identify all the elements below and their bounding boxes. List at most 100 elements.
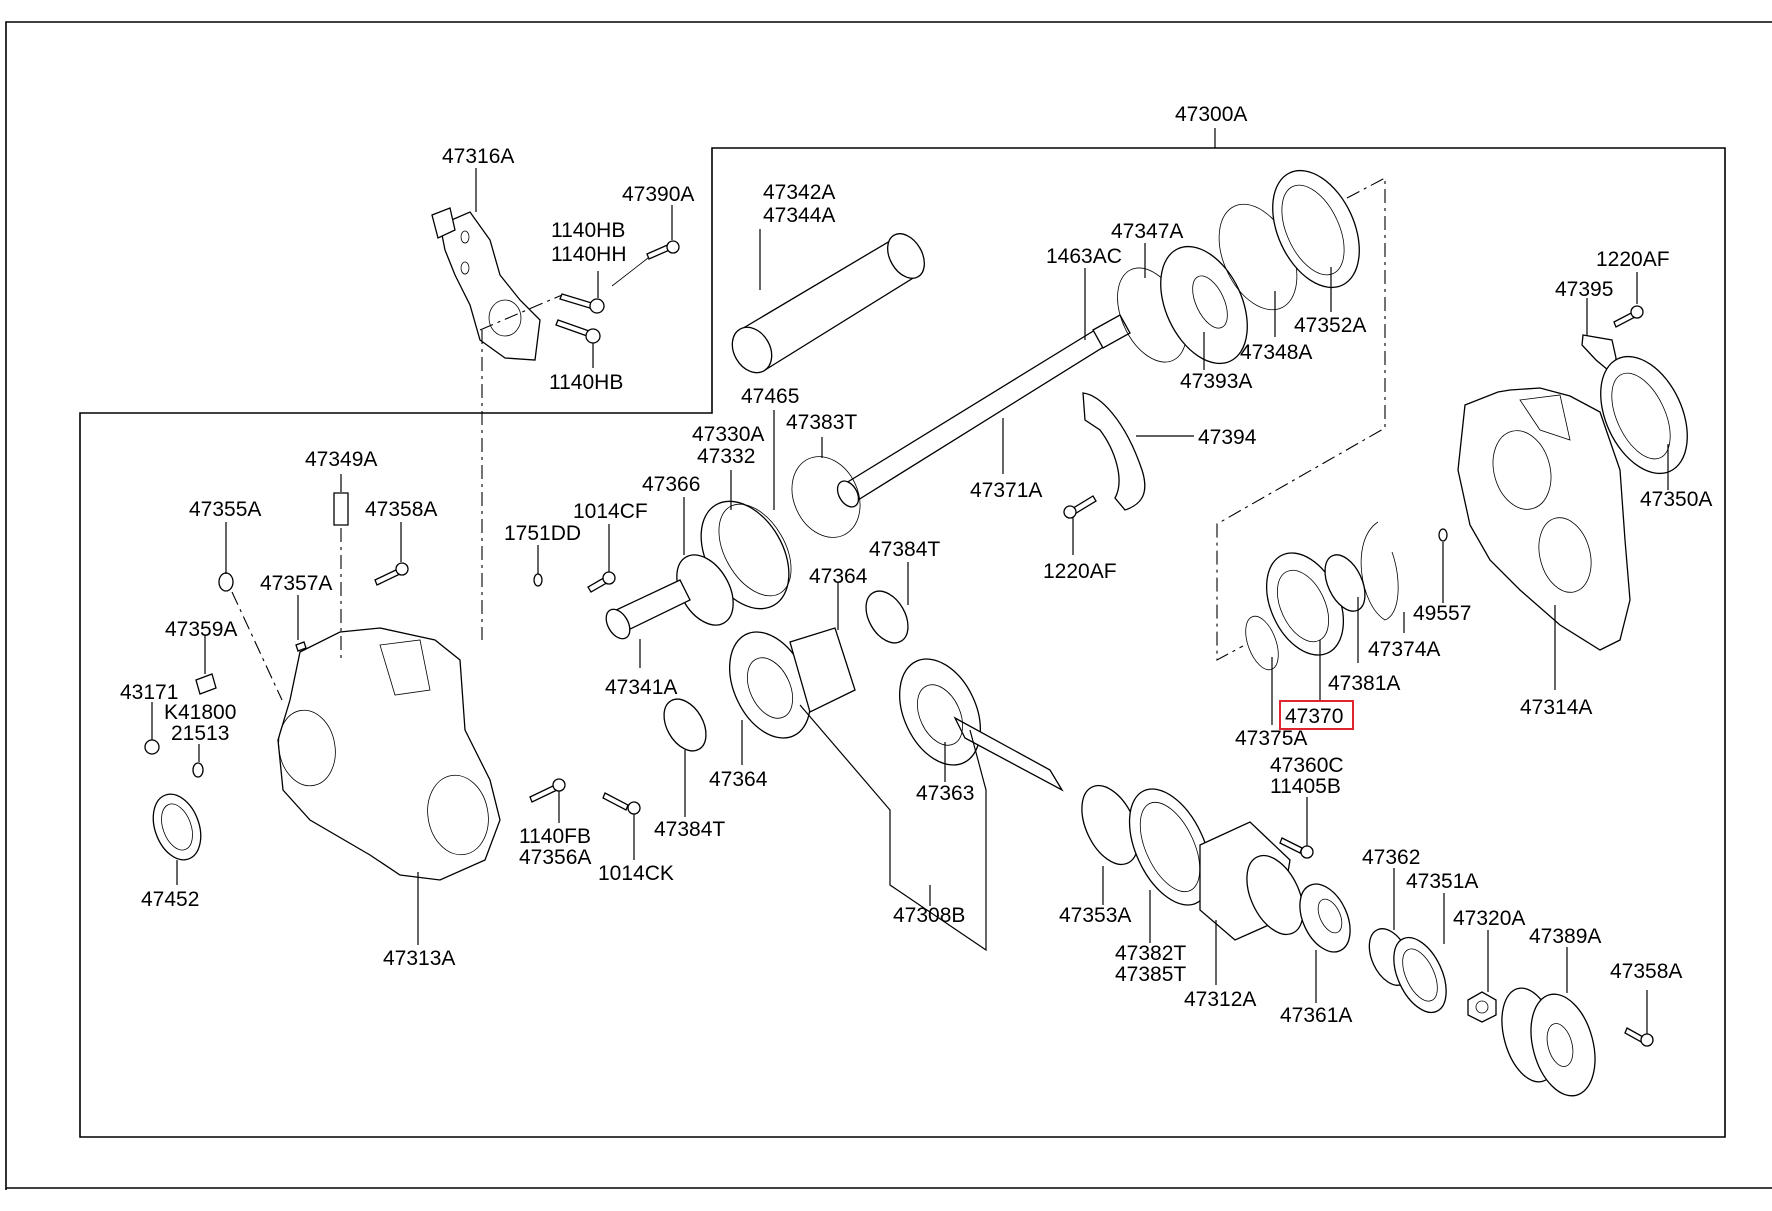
label-47383t[interactable]: 47383T bbox=[786, 411, 857, 434]
gasket-47382t[interactable] bbox=[1113, 776, 1227, 917]
label-47353a[interactable]: 47353A bbox=[1059, 904, 1131, 927]
label-47356a[interactable]: 47356A bbox=[519, 846, 591, 869]
pin-47357a[interactable] bbox=[295, 641, 307, 652]
label-49557[interactable]: 49557 bbox=[1413, 602, 1471, 625]
label-1220af-mid[interactable]: 1220AF bbox=[1043, 560, 1117, 583]
label-47314a[interactable]: 47314A bbox=[1520, 696, 1592, 719]
label-47364-lower[interactable]: 47364 bbox=[709, 768, 768, 791]
label-47362[interactable]: 47362 bbox=[1362, 846, 1420, 869]
label-47350a[interactable]: 47350A bbox=[1640, 488, 1712, 511]
plug-43171[interactable] bbox=[144, 739, 160, 755]
label-47348a[interactable]: 47348A bbox=[1240, 341, 1312, 364]
label-47371a[interactable]: 47371A bbox=[970, 479, 1042, 502]
label-47366[interactable]: 47366 bbox=[642, 473, 700, 496]
label-47355a[interactable]: 47355A bbox=[189, 498, 261, 521]
rear-case-47314a[interactable] bbox=[1457, 387, 1631, 651]
nut-47320a[interactable] bbox=[1467, 991, 1497, 1023]
bolt-1140hb-lower[interactable] bbox=[555, 319, 601, 344]
label-47312a[interactable]: 47312A bbox=[1184, 988, 1256, 1011]
label-47452[interactable]: 47452 bbox=[141, 888, 199, 911]
label-47320a[interactable]: 47320A bbox=[1453, 907, 1525, 930]
label-47385t[interactable]: 47385T bbox=[1115, 963, 1186, 986]
label-47313a[interactable]: 47313A bbox=[383, 947, 455, 970]
label-47357a[interactable]: 47357A bbox=[260, 572, 332, 595]
seal-47452[interactable] bbox=[145, 788, 210, 867]
label-1751dd-mid[interactable]: 1751DD bbox=[504, 522, 581, 545]
flange-47389a[interactable] bbox=[1492, 982, 1605, 1103]
label-47381a[interactable]: 47381A bbox=[1328, 672, 1400, 695]
label-47361a[interactable]: 47361A bbox=[1280, 1004, 1352, 1027]
label-1140fb[interactable]: 1140FB bbox=[519, 825, 591, 848]
gear-47364[interactable] bbox=[714, 619, 856, 751]
label-47389a[interactable]: 47389A bbox=[1529, 925, 1601, 948]
washer-21513[interactable] bbox=[192, 762, 204, 778]
snapring-47374a[interactable] bbox=[1360, 521, 1399, 621]
label-47394[interactable]: 47394 bbox=[1198, 426, 1257, 449]
bolt-47358a-left[interactable] bbox=[374, 562, 409, 586]
label-1140hb-top[interactable]: 1140HB bbox=[551, 219, 625, 242]
label-47390a[interactable]: 47390A bbox=[622, 183, 694, 206]
bolt-1220af-right[interactable] bbox=[1613, 305, 1644, 328]
label-47316a[interactable]: 47316A bbox=[442, 145, 514, 168]
label-21513[interactable]: 21513 bbox=[171, 722, 229, 745]
label-47360c[interactable]: 47360C bbox=[1270, 754, 1344, 777]
label-1220af-right[interactable]: 1220AF bbox=[1596, 248, 1670, 271]
label-47352a[interactable]: 47352A bbox=[1294, 314, 1366, 337]
bracket-47316a[interactable] bbox=[431, 207, 541, 361]
label-47358a-left[interactable]: 47358A bbox=[365, 498, 437, 521]
label-47358a-right[interactable]: 47358A bbox=[1610, 960, 1682, 983]
label-47364-upper[interactable]: 47364 bbox=[809, 565, 868, 588]
bolt-47390a[interactable] bbox=[646, 240, 680, 260]
bolt-1014cf[interactable] bbox=[587, 571, 616, 593]
label-47349a[interactable]: 47349A bbox=[305, 448, 377, 471]
label-47375a[interactable]: 47375A bbox=[1235, 727, 1307, 750]
label-1463ac[interactable]: 1463AC bbox=[1046, 245, 1122, 268]
label-1140hb-bottom[interactable]: 1140HB bbox=[549, 371, 623, 394]
label-47300a[interactable]: 47300A bbox=[1175, 103, 1247, 126]
washer-1751dd[interactable] bbox=[533, 573, 543, 587]
seal-47352a[interactable] bbox=[1255, 157, 1376, 302]
label-47363[interactable]: 47363 bbox=[916, 782, 974, 805]
label-47347a[interactable]: 47347A bbox=[1111, 220, 1183, 243]
label-47332[interactable]: 47332 bbox=[697, 445, 755, 468]
plug-47355a[interactable] bbox=[218, 572, 234, 592]
output-gear-47363[interactable] bbox=[884, 646, 1064, 792]
label-47465[interactable]: 47465 bbox=[741, 385, 799, 408]
oring-47383t[interactable] bbox=[779, 445, 873, 548]
seal-47351a[interactable] bbox=[1383, 929, 1457, 1020]
label-47330a[interactable]: 47330A bbox=[692, 423, 764, 446]
label-47359a[interactable]: 47359A bbox=[165, 618, 237, 641]
label-47384t-lower[interactable]: 47384T bbox=[654, 818, 725, 841]
label-47395[interactable]: 47395 bbox=[1555, 278, 1613, 301]
label-47351a[interactable]: 47351A bbox=[1406, 870, 1478, 893]
label-k41800[interactable]: K41800 bbox=[164, 701, 236, 724]
plate-47393a[interactable] bbox=[1143, 233, 1264, 378]
label-47374a[interactable]: 47374A bbox=[1368, 638, 1440, 661]
bolt-1140fb[interactable] bbox=[529, 778, 566, 803]
label-47370[interactable]: 47370 bbox=[1285, 705, 1343, 728]
label-43171[interactable]: 43171 bbox=[120, 681, 178, 704]
housing-47312a[interactable] bbox=[1199, 821, 1315, 943]
bolt-1140hb-upper[interactable] bbox=[559, 293, 605, 314]
label-47308b[interactable]: 47308B bbox=[893, 904, 965, 927]
washer-49557[interactable] bbox=[1438, 528, 1448, 542]
label-47382t[interactable]: 47382T bbox=[1115, 942, 1186, 965]
cover-47394[interactable] bbox=[1082, 392, 1146, 511]
label-1140hh[interactable]: 1140HH bbox=[551, 243, 627, 266]
label-47344a[interactable]: 47344A bbox=[763, 204, 835, 227]
label-47341a[interactable]: 47341A bbox=[605, 676, 677, 699]
label-11405b[interactable]: 11405B bbox=[1270, 775, 1341, 798]
mainshaft-47371a[interactable] bbox=[833, 314, 1131, 511]
race-47384t-lower[interactable] bbox=[655, 692, 714, 758]
race-47384t-upper[interactable] bbox=[857, 584, 916, 650]
label-47342a[interactable]: 47342A bbox=[763, 181, 835, 204]
label-1014cf[interactable]: 1014CF bbox=[573, 500, 648, 523]
label-1014ck[interactable]: 1014CK bbox=[598, 862, 674, 885]
seal-47350a[interactable] bbox=[1583, 343, 1704, 488]
seal-47361a[interactable] bbox=[1290, 876, 1360, 960]
bolt-47358a-right[interactable] bbox=[1624, 1027, 1654, 1047]
plug-47349a[interactable] bbox=[333, 492, 349, 526]
input-shaft-47341a[interactable] bbox=[601, 579, 691, 643]
bolt-1014ck[interactable] bbox=[602, 792, 641, 815]
label-47393a[interactable]: 47393A bbox=[1180, 370, 1252, 393]
